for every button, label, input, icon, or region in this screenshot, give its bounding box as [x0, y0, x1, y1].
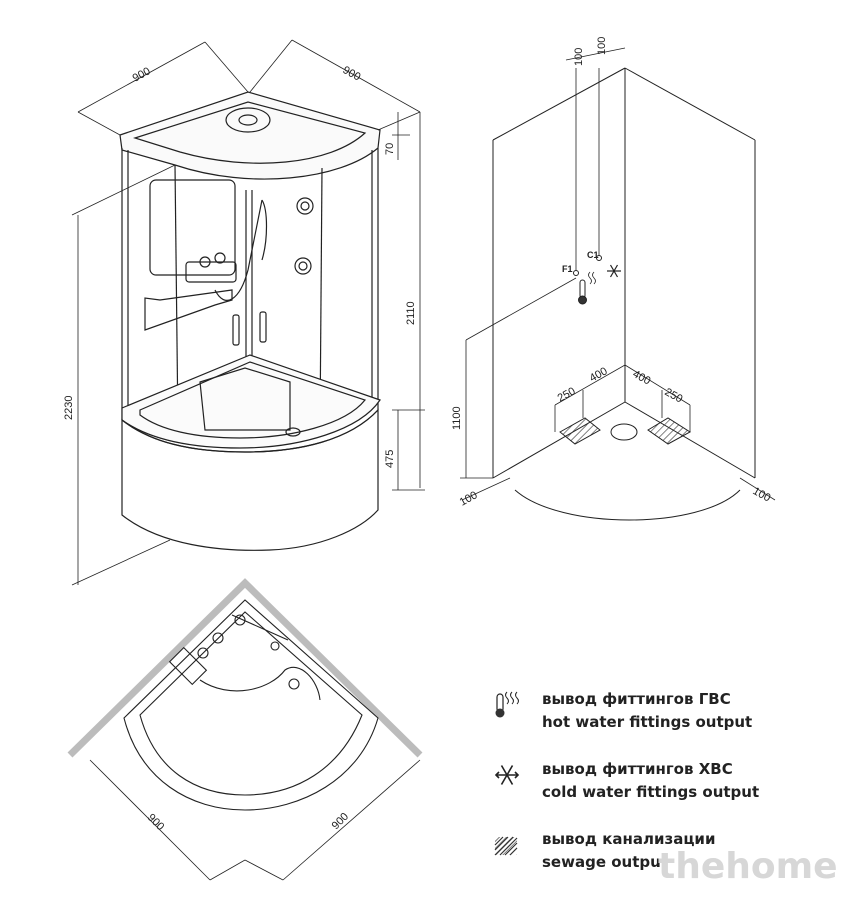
dim-drain-right-250: 250: [663, 386, 685, 405]
label-cold-fitting: C1: [587, 250, 599, 260]
legend-cold-en: cold water fittings output: [542, 783, 760, 801]
dim-floor-left-100: 100: [458, 489, 480, 508]
legend-cold-ru: вывод фиттингов ХВС: [542, 760, 733, 778]
dim-drain-left-250: 250: [556, 385, 578, 404]
label-hot-fitting: F1: [562, 264, 573, 274]
legend-item-cold: вывод фиттингов ХВС cold water fittings …: [492, 758, 832, 804]
dim-wall-offset-1: 100: [573, 48, 585, 66]
shower-cabin-view: [119, 91, 381, 551]
cabin-dimension-lines: [71, 39, 425, 586]
dim-floor-right-100: 100: [751, 485, 773, 504]
hatch-icon: [494, 836, 518, 856]
hot-water-icon: [495, 691, 519, 718]
dim-drain-right-400: 400: [631, 368, 653, 387]
legend-hot-ru: вывод фиттингов ГВС: [542, 690, 731, 708]
legend-hot-en: hot water fittings output: [542, 713, 753, 731]
legend-item-sewage: вывод канализации sewage output: [492, 828, 832, 874]
dim-wall-offset-2: 100: [596, 37, 608, 55]
dim-plan-width-right: 900: [330, 811, 351, 832]
dim-cabin-width-right: 900: [341, 64, 363, 83]
utility-wall-view: [460, 47, 776, 521]
legend-item-hot: вывод фиттингов ГВС hot water fittings o…: [492, 688, 832, 734]
dim-cabin-tray-height: 475: [384, 450, 396, 468]
snowflake-icon: [494, 765, 520, 785]
dim-cabin-width-left: 900: [131, 65, 153, 84]
legend-sewage-en: sewage output: [542, 853, 668, 871]
dim-cabin-top-height: 70: [384, 143, 396, 155]
legend-sewage-ru: вывод канализации: [542, 830, 716, 848]
dim-cabin-inner-height: 2110: [405, 301, 417, 325]
dim-wall-height: 1100: [451, 406, 463, 430]
plan-view: [67, 578, 423, 881]
watermark-logo: thehome: [658, 846, 838, 887]
legend: вывод фиттингов ГВС hot water fittings o…: [492, 688, 832, 898]
dim-drain-left-400: 400: [588, 365, 610, 384]
dim-cabin-total-height: 2230: [63, 396, 75, 420]
dim-plan-width-left: 900: [145, 812, 166, 833]
